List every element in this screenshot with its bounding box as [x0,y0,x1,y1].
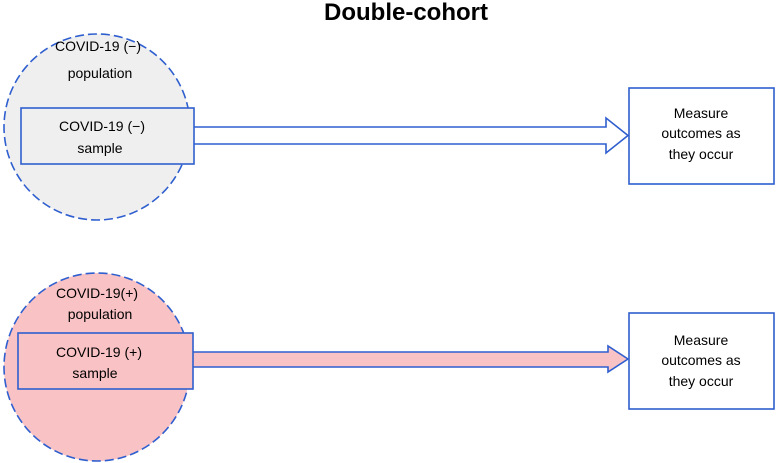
positive-population-label-line1: COVID-19(+) [56,285,138,301]
negative-population-label-line1: COVID-19 (−) [55,38,141,54]
diagram-title: Double-cohort [324,0,488,26]
positive-outcome-box [628,312,775,410]
negative-outcome-box [628,87,775,185]
positive-sample-label-line1: COVID-19 (+) [56,344,142,360]
positive-population-label-line2: population [68,306,133,322]
positive-sample-box [17,332,194,390]
positive-cohort-arrow [189,344,630,374]
negative-population-label-line2: population [68,65,133,81]
negative-outcome-line2: outcomes as [661,125,740,141]
positive-sample-label-line2: sample [72,365,117,381]
positive-outcome-line1: Measure [674,332,729,348]
negative-cohort: COVID-19 (−) population COVID-19 (−) sam… [3,33,775,221]
negative-sample-label-line1: COVID-19 (−) [59,118,145,134]
positive-cohort: COVID-19(+) population COVID-19 (+) samp… [3,272,775,462]
negative-outcome-line3: they occur [669,146,734,162]
negative-outcome-line1: Measure [674,105,729,121]
negative-cohort-arrow [189,116,630,155]
negative-sample-box [20,107,195,165]
negative-sample-label-line2: sample [77,140,122,156]
positive-outcome-line3: they occur [669,373,734,389]
positive-outcome-line2: outcomes as [661,352,740,368]
